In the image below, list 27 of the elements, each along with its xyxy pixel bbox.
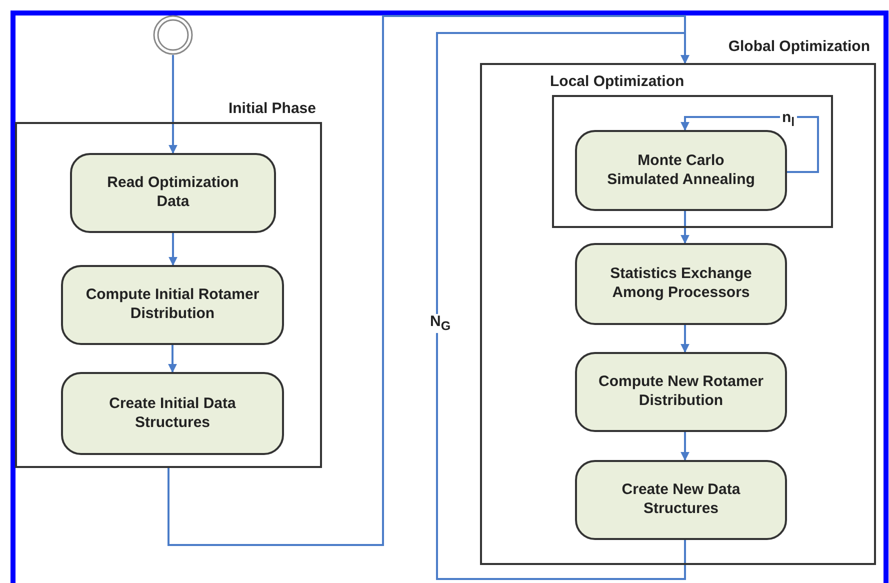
process-box xyxy=(575,352,787,432)
process-box xyxy=(575,130,787,211)
arrow xyxy=(680,325,690,353)
box-label: Create Initial Data Structures xyxy=(108,394,237,432)
box-label: Statistics Exchange Among Processors xyxy=(609,265,753,303)
arrow xyxy=(680,116,819,173)
arrow xyxy=(168,345,177,373)
arrow xyxy=(680,432,690,461)
arrow xyxy=(168,233,178,266)
box-label: Read Optimization Data xyxy=(106,174,240,212)
process-box xyxy=(70,153,276,233)
edge-label: N$_{G}$ xyxy=(428,314,453,332)
phase-heading: Initial Phase xyxy=(228,100,316,117)
box-label: Compute New Rotamer Distribution xyxy=(597,373,765,411)
process-box xyxy=(61,265,284,345)
phase-heading: Global Optimization xyxy=(728,38,870,55)
arrow xyxy=(436,32,690,580)
process-box xyxy=(575,243,787,325)
arrow xyxy=(680,211,690,244)
process-box xyxy=(61,372,284,455)
process-box xyxy=(575,460,787,540)
start-node xyxy=(153,15,193,55)
box-label: Create New Data Structures xyxy=(620,481,742,519)
box-label: Monte Carlo Simulated Annealing xyxy=(606,152,756,190)
box-label: Compute Initial Rotamer Distribution xyxy=(84,286,260,324)
phase-heading: Local Optimization xyxy=(550,73,684,90)
arrow xyxy=(168,55,178,154)
